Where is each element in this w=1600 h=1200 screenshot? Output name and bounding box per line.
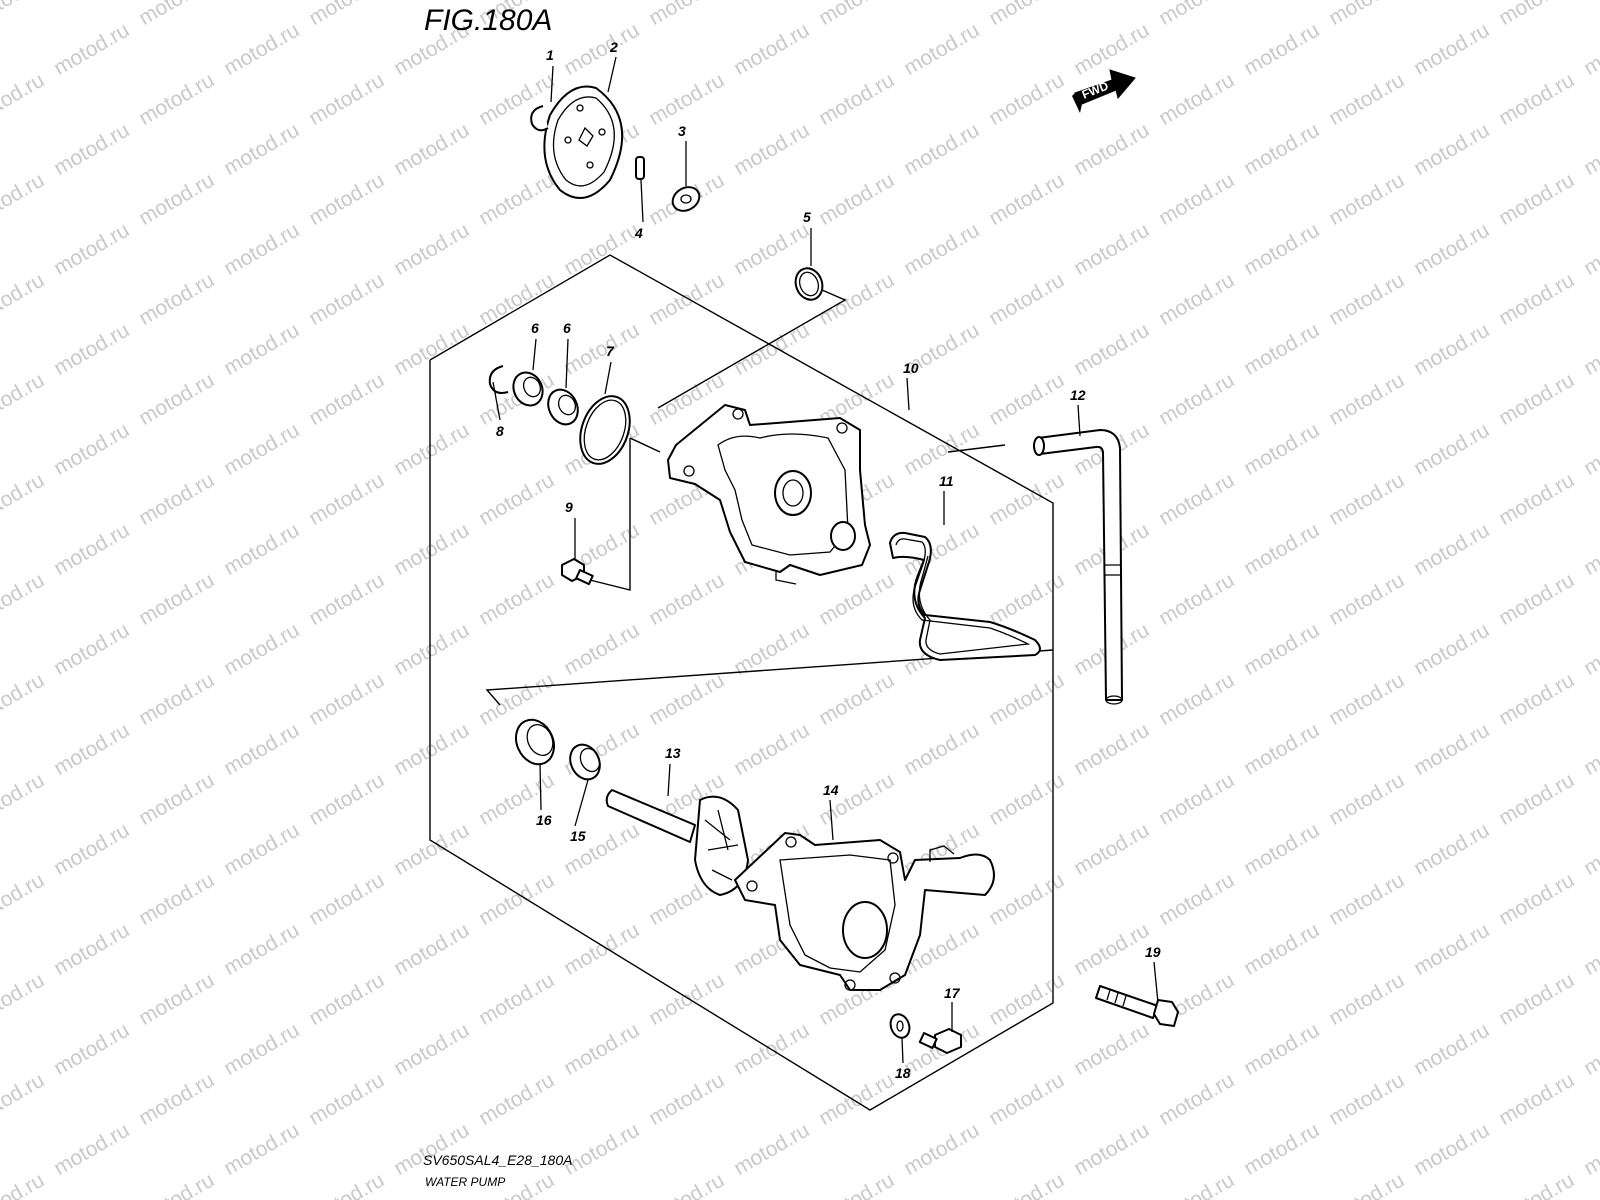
- bearing-6a: [512, 371, 544, 407]
- callout-6b: 6: [563, 320, 571, 336]
- hose: [1033, 429, 1123, 705]
- diagram-code: SV650SAL4_E28_180A: [423, 1152, 573, 1168]
- bearing-6b: [547, 388, 579, 426]
- callout-6a: 6: [531, 320, 539, 336]
- callout-14: 5: [803, 209, 811, 225]
- long-bolt-13: [1095, 985, 1179, 1027]
- pin: [635, 156, 645, 180]
- diagram-name: WATER PUMP: [425, 1175, 506, 1189]
- callout-3: 13: [665, 745, 681, 761]
- water-pump-case: [734, 832, 995, 991]
- callout-1: 10: [903, 360, 919, 376]
- callout-16: 2: [609, 39, 618, 55]
- mechanical-seal: [569, 743, 601, 781]
- bolt-10: [561, 558, 594, 586]
- assembly-boundary: [429, 254, 1054, 1111]
- callout-5: 16: [536, 812, 552, 828]
- callout-8: 11: [939, 473, 954, 489]
- callout-labels: 1 2 3 4 5 6 6 7 8 9 10 11 12 13 14 15 16…: [496, 39, 1161, 1081]
- leader-lines: [492, 56, 1159, 1064]
- bolt-11: [918, 1028, 962, 1054]
- callout-7: 8: [496, 423, 504, 439]
- oil-seal: [515, 718, 555, 766]
- callout-4: 15: [570, 828, 586, 844]
- callout-9: 7: [606, 343, 615, 359]
- o-ring-9: [579, 395, 631, 465]
- callout-18: 4: [634, 225, 643, 241]
- washer-17: [671, 186, 701, 212]
- circlip-7: [488, 365, 509, 394]
- washer-12: [889, 1013, 911, 1039]
- gasket: [889, 531, 1041, 661]
- callout-17: 3: [678, 123, 686, 139]
- callout-2: 14: [823, 782, 839, 798]
- callout-12: 18: [895, 1065, 911, 1081]
- callout-10: 9: [565, 499, 573, 515]
- callout-11: 17: [944, 985, 961, 1001]
- callout-13: 19: [1145, 944, 1161, 960]
- o-ring-14: [794, 267, 824, 301]
- forward-arrow: FWD: [1072, 69, 1136, 113]
- figure-title: FIG.180A: [424, 4, 553, 37]
- sprocket: [543, 85, 624, 199]
- clip: [530, 105, 549, 132]
- callout-15: 1: [546, 47, 554, 63]
- impeller-shaft: [605, 789, 749, 896]
- water-pump-cover: [667, 404, 871, 585]
- callout-19: 12: [1070, 387, 1086, 403]
